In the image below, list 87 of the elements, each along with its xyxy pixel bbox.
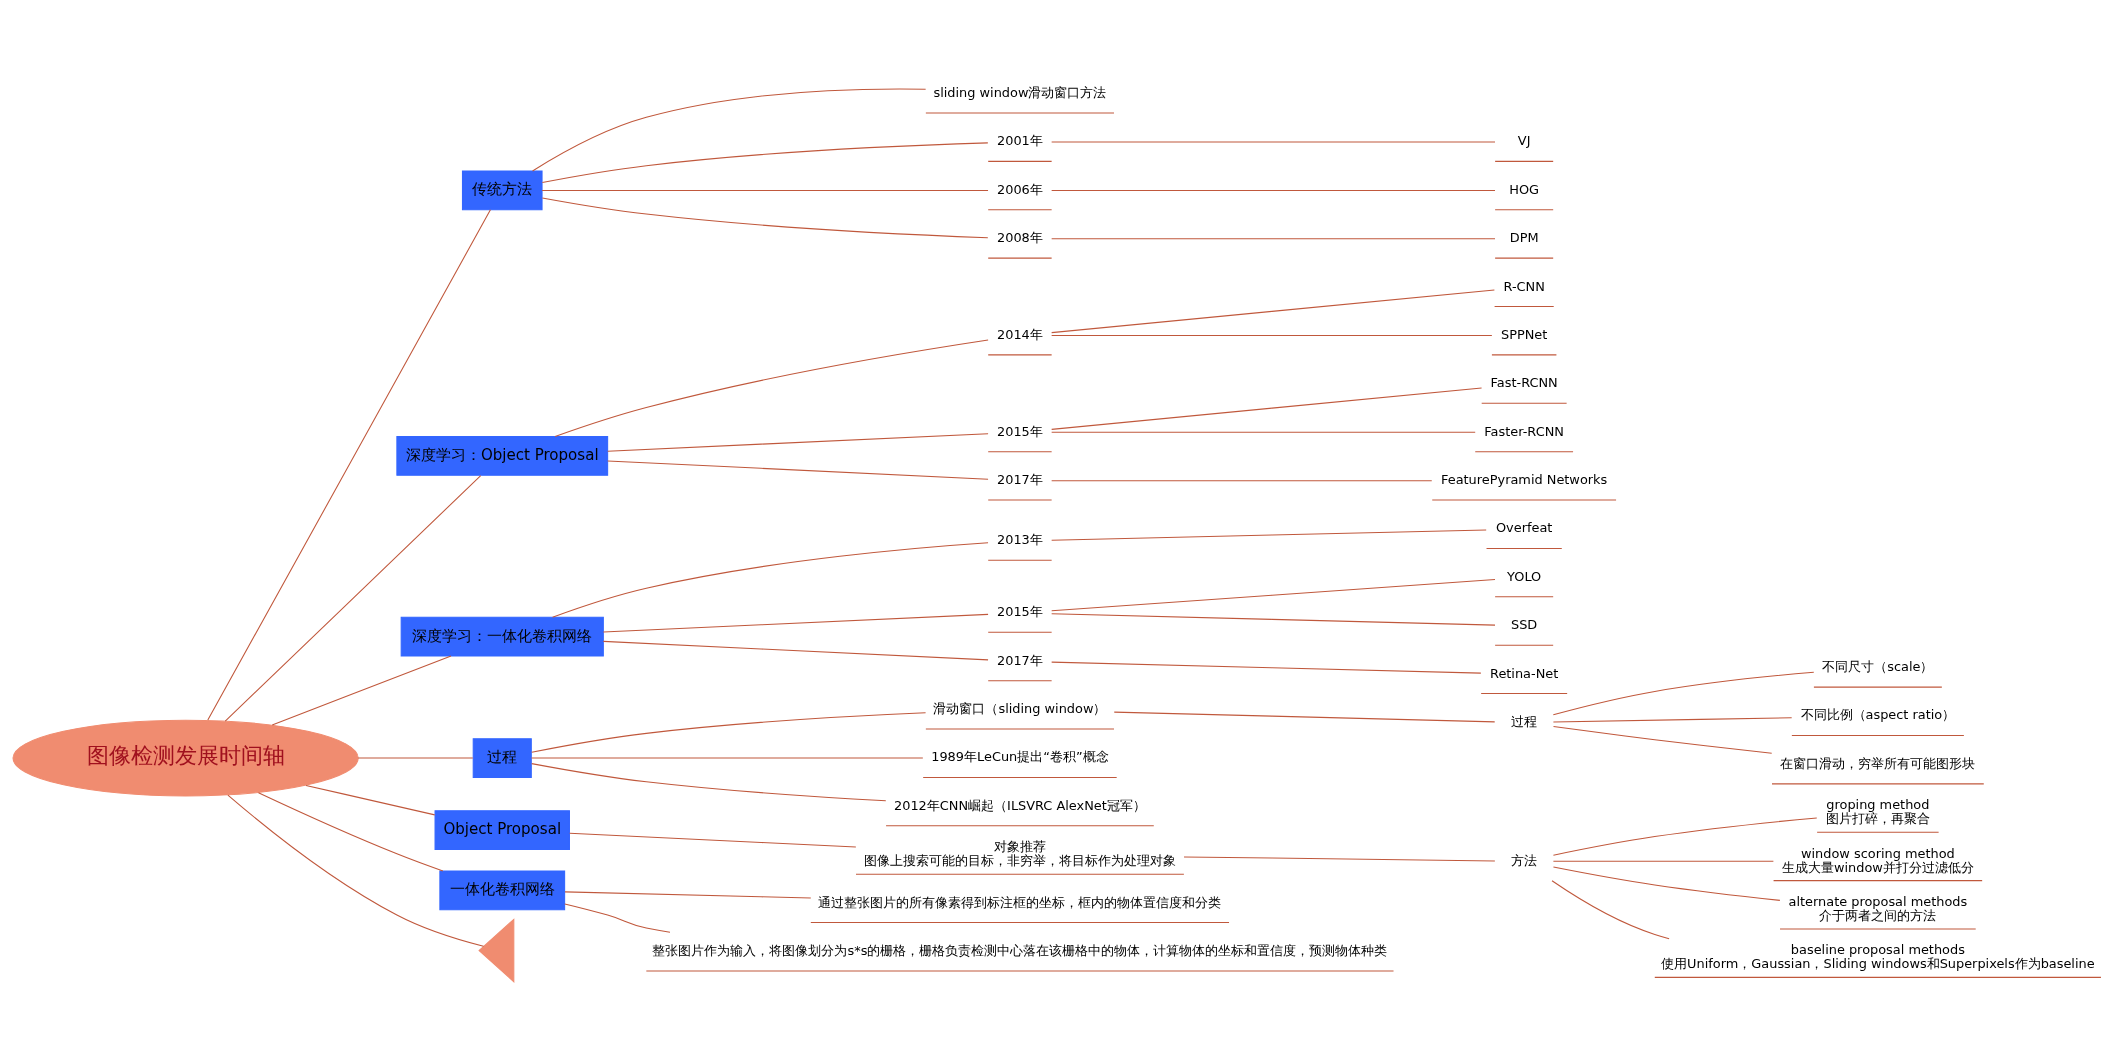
connector <box>1113 711 1496 722</box>
connector <box>1552 716 1793 723</box>
node-text: 滑动窗口（sliding window） <box>933 700 1107 716</box>
connector <box>207 208 491 720</box>
node-text: 不同尺寸（scale） <box>1822 658 1934 674</box>
node-text: Fast-RCNN <box>1490 374 1558 390</box>
node-text: 方法 <box>1511 852 1538 868</box>
node-text: 在窗口滑动，穷举所有可能图形块 <box>1780 755 1976 771</box>
node-text: sliding window滑动窗口方法 <box>933 84 1107 100</box>
connector <box>1051 189 1496 191</box>
node-box: 一体化卷积网络 <box>439 869 566 910</box>
node-text: 2012年CNN崛起（ILSVRC AlexNet冠军） <box>893 797 1146 813</box>
connector <box>227 794 485 947</box>
node-text: DPM <box>1509 229 1539 245</box>
node-text: 整张图片作为输入，将图像划分为s*s的栅格，栅格负责检测中心落在该栅格中的物体，计算物体的坐标和置信度，预测物体种类 <box>652 942 1388 958</box>
connector <box>531 762 887 801</box>
connector <box>1552 671 1815 715</box>
connector <box>564 902 671 933</box>
connector <box>1552 866 1781 901</box>
node-text: 不同比例（aspect ratio） <box>1800 706 1956 722</box>
node-text: HOG <box>1509 181 1540 197</box>
connector <box>1551 879 1670 939</box>
node-text: FeaturePyramid Networks <box>1441 471 1608 487</box>
connector <box>1051 431 1476 433</box>
node-text: 2015年 <box>997 423 1043 439</box>
node-text: Faster-RCNN <box>1484 423 1564 439</box>
node-text: 1989年LeCun提出“卷积”概念 <box>931 748 1109 764</box>
node-box: 深度学习：Object Proposal <box>396 435 609 476</box>
connector <box>541 141 989 183</box>
connector <box>305 784 436 815</box>
connector <box>271 654 452 726</box>
node-text: baseline proposal methods 使用Uniform，Gaussian，Sliding windows和Superpixels作为baseline <box>1661 941 2095 971</box>
connector <box>224 474 482 722</box>
connector <box>531 711 927 753</box>
node-text: alternate proposal methods 介于两者之间的方法 <box>1788 893 1968 923</box>
node-text: VJ <box>1517 132 1531 148</box>
connector <box>1051 578 1496 611</box>
connector <box>541 196 989 238</box>
connector <box>552 541 989 618</box>
node-text: 对象推荐 图像上搜索可能的目标，非穷举，将目标作为处理对象 <box>863 838 1176 868</box>
connector <box>554 339 989 437</box>
connector <box>532 87 927 171</box>
connector <box>1051 479 1433 481</box>
connector <box>1051 612 1496 626</box>
connector <box>257 791 444 871</box>
connector <box>1552 725 1773 754</box>
node-text: 2014年 <box>997 326 1043 342</box>
node-triangle <box>478 917 515 983</box>
connector <box>564 890 812 899</box>
connector <box>1051 288 1495 333</box>
node-text: 2015年 <box>997 603 1043 619</box>
node-text: 2017年 <box>997 471 1043 487</box>
connector <box>607 432 989 452</box>
node-text: 2006年 <box>997 181 1043 197</box>
node-box: Object Proposal <box>434 809 570 850</box>
connector <box>602 613 989 633</box>
node-text: 通过整张图片的所有像素得到标注框的坐标，框内的物体置信度和分类 <box>818 894 1222 910</box>
node-ellipse: 图像检测发展时间轴 <box>12 719 359 796</box>
node-text: groping method 图片打碎，再聚合 <box>1825 796 1930 826</box>
node-text: Overfeat <box>1495 519 1553 535</box>
connector <box>1051 528 1487 541</box>
connector <box>1051 661 1482 674</box>
connector <box>1051 237 1496 239</box>
connector <box>1552 816 1818 856</box>
node-box: 深度学习：一体化卷积网络 <box>400 616 604 656</box>
connector <box>1051 334 1493 336</box>
node-text: SPPNet <box>1500 326 1548 342</box>
node-text: 2013年 <box>997 531 1043 547</box>
connector <box>357 757 474 759</box>
node-text: R-CNN <box>1503 278 1545 294</box>
node-text: 过程 <box>1511 713 1538 729</box>
node-text: YOLO <box>1507 568 1542 584</box>
connector <box>1051 386 1483 430</box>
connector <box>569 832 857 848</box>
connector <box>541 189 989 191</box>
node-text: Retina-Net <box>1490 665 1559 681</box>
node-text: 2001年 <box>997 132 1043 148</box>
node-box: 过程 <box>472 737 532 778</box>
node-text: window scoring method 生成大量window并打分过滤低分 <box>1781 845 1974 875</box>
connector <box>607 459 989 480</box>
connector <box>1183 855 1496 861</box>
connector <box>1552 860 1774 862</box>
node-text: 2008年 <box>997 229 1043 245</box>
connector <box>602 640 989 660</box>
node-box: 传统方法 <box>461 170 543 210</box>
node-text: 2017年 <box>997 652 1043 668</box>
node-text: SSD <box>1511 616 1538 632</box>
